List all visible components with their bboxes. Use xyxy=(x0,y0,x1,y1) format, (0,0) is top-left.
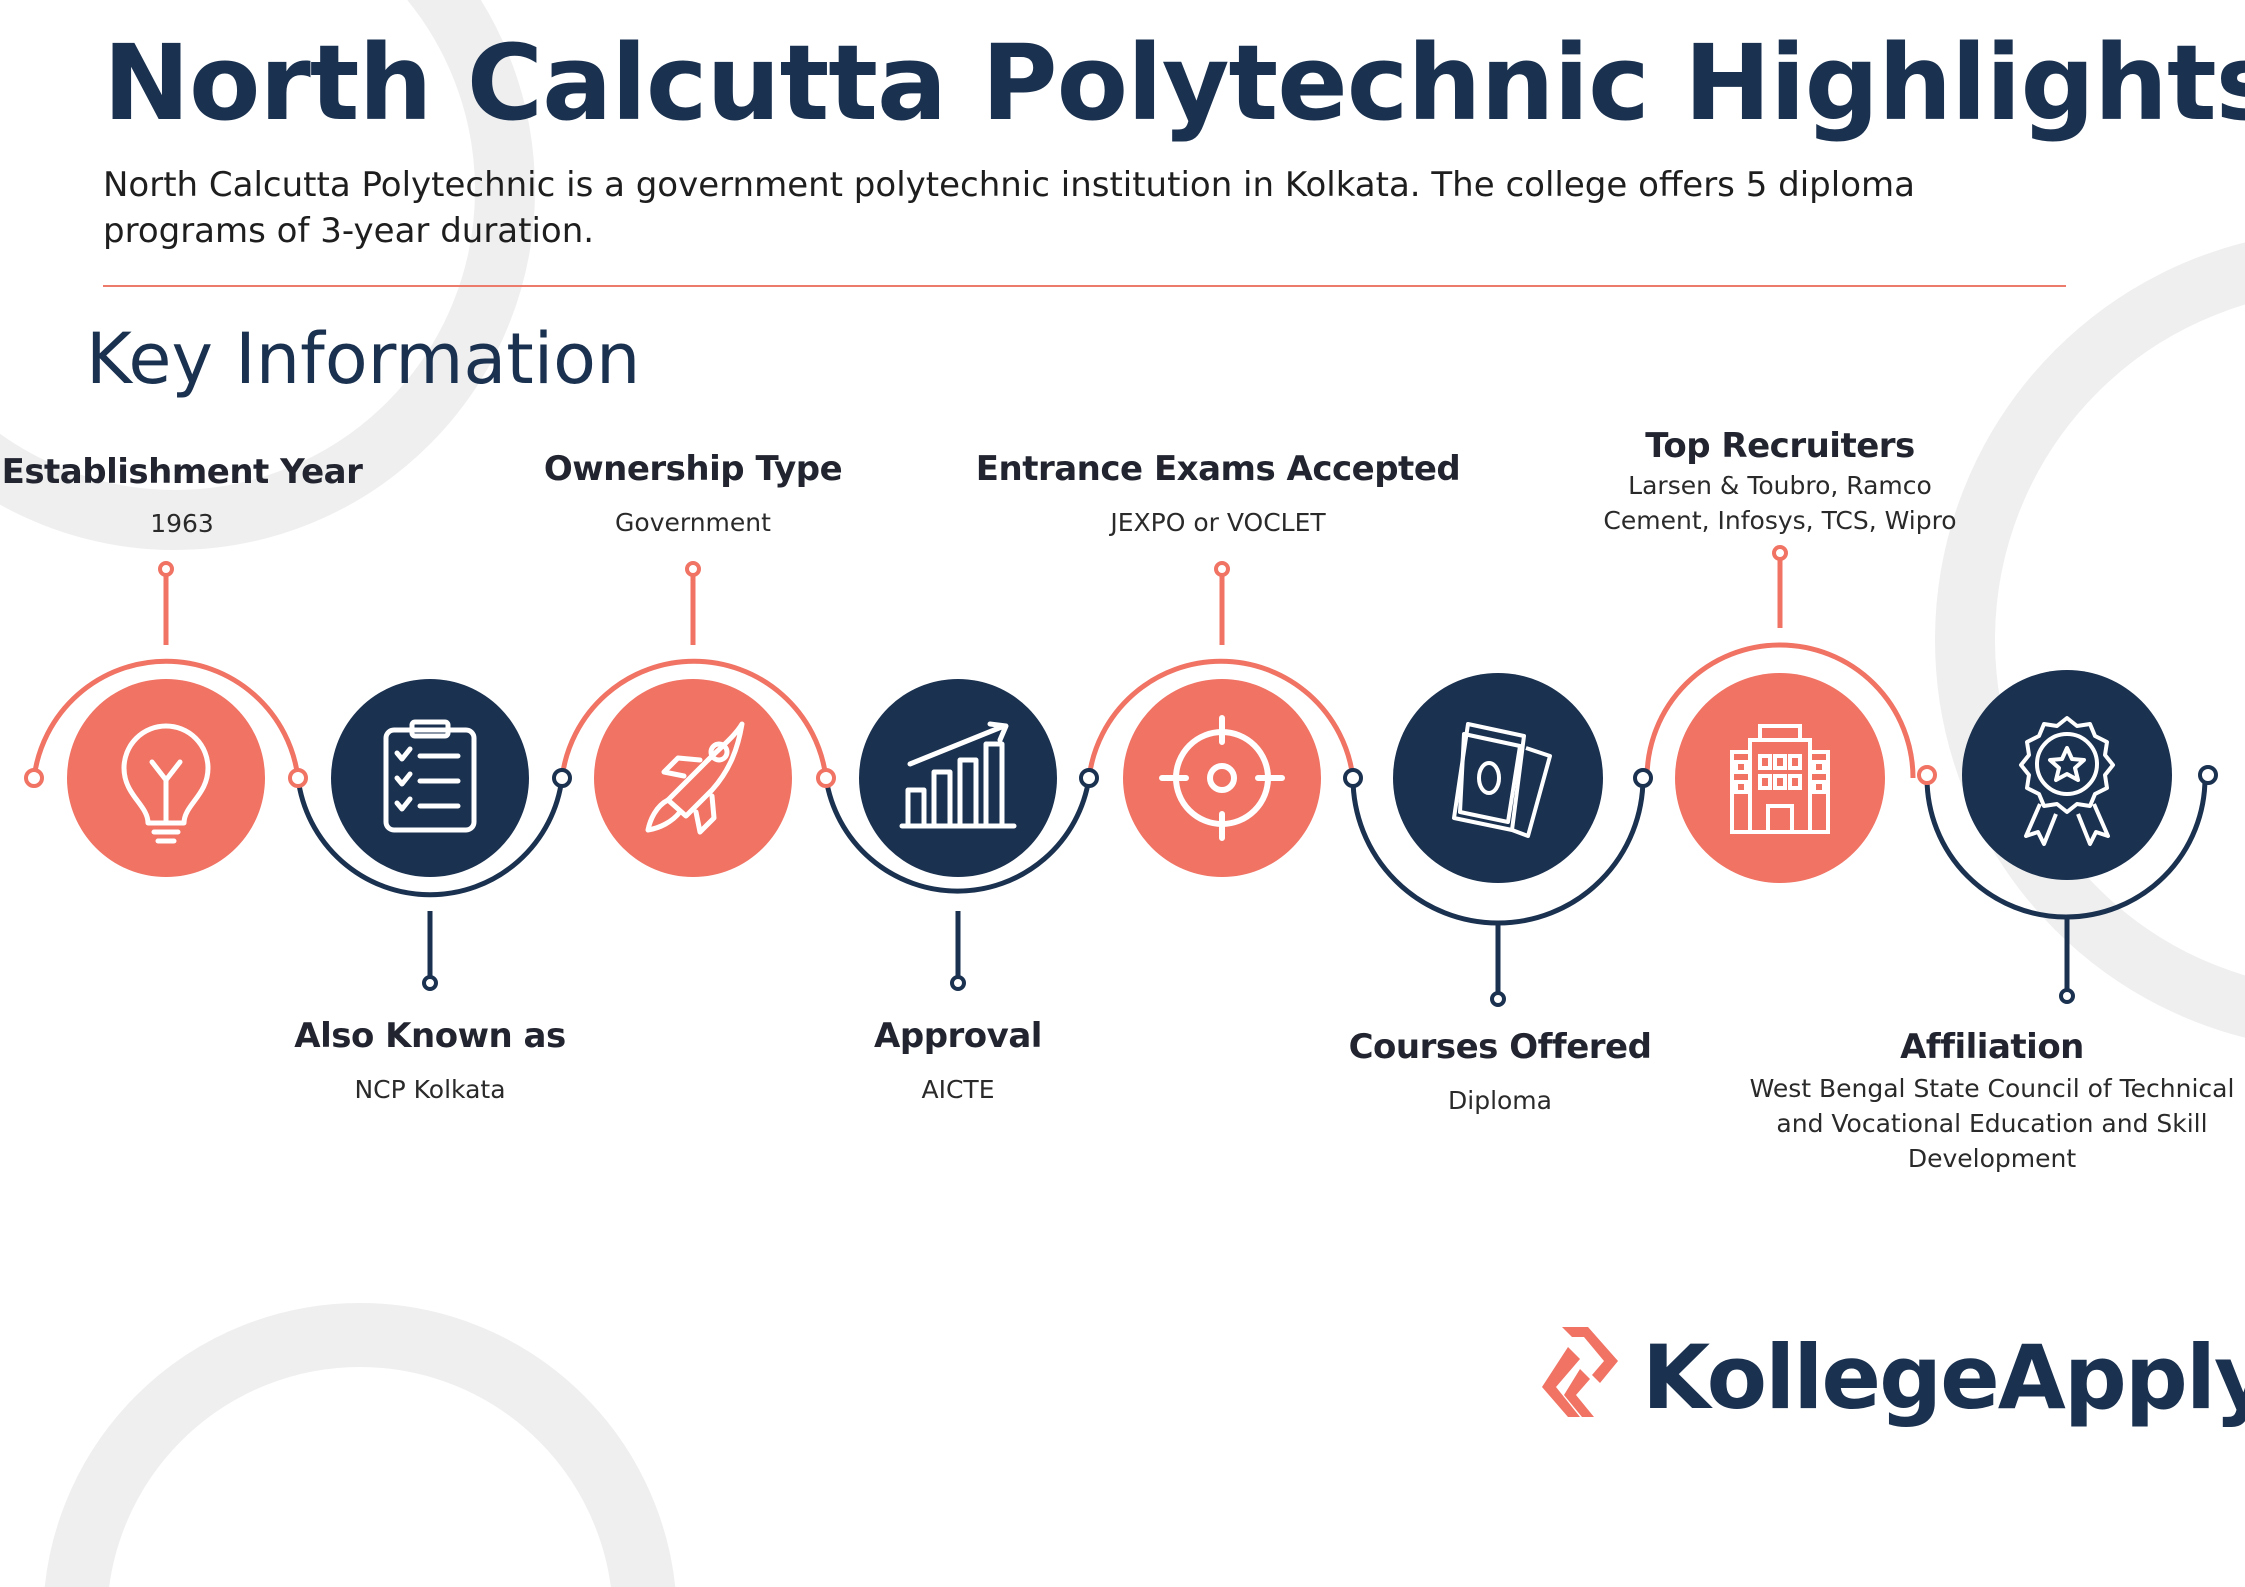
item-label: Top Recruiters xyxy=(1645,426,1915,466)
item-value: Government xyxy=(615,508,771,537)
target-icon xyxy=(1123,679,1321,877)
item-courses-offered: Courses Offered Diploma xyxy=(1349,1027,1652,1118)
chevron-logo-icon xyxy=(1542,1327,1618,1417)
divider xyxy=(103,285,2066,287)
section-title: Key Information xyxy=(86,318,641,400)
item-label: Ownership Type xyxy=(543,449,843,489)
item-value: Diploma xyxy=(1448,1086,1552,1115)
item-ownership-type: Ownership Type Government xyxy=(543,449,843,540)
clipboard-checklist-icon xyxy=(331,679,529,877)
item-top-recruiters: Top Recruiters Larsen & Toubro, Ramco Ce… xyxy=(1603,426,1956,538)
item-value-line: and Vocational Education and Skill xyxy=(1776,1109,2208,1138)
item-value: 1963 xyxy=(150,509,214,538)
item-label: Affiliation xyxy=(1900,1027,2084,1067)
item-value: JEXPO or VOCLET xyxy=(1110,508,1326,537)
item-value-line: Cement, Infosys, TCS, Wipro xyxy=(1603,506,1957,535)
page-subtitle: North Calcutta Polytechnic is a governme… xyxy=(103,165,1915,251)
item-value-line: West Bengal State Council of Technical xyxy=(1749,1074,2235,1103)
item-also-known-as: Also Known as NCP Kolkata xyxy=(294,1016,566,1107)
item-value-line: Larsen & Toubro, Ramco xyxy=(1628,471,1932,500)
kollegeapply-logo: KollegeApply xyxy=(1540,1325,2245,1429)
building-icon xyxy=(1675,673,1885,883)
page-title: North Calcutta Polytechnic Highlights xyxy=(103,22,2245,144)
item-label: Approval xyxy=(874,1016,1042,1056)
item-establishment-year: Establishment Year 1963 xyxy=(2,452,363,541)
item-entrance-exams: Entrance Exams Accepted JEXPO or VOCLET xyxy=(975,449,1461,540)
item-affiliation: Affiliation West Bengal State Council of… xyxy=(1750,1027,2235,1176)
rocket-icon xyxy=(594,679,792,877)
item-value-line: Development xyxy=(1907,1144,2077,1173)
item-approval: Approval AICTE xyxy=(874,1016,1042,1107)
award-badge-icon xyxy=(1962,670,2172,880)
lightbulb-icon xyxy=(67,679,265,877)
item-value: AICTE xyxy=(921,1075,995,1104)
item-label: Courses Offered xyxy=(1348,1027,1652,1067)
item-label: Establishment Year xyxy=(1,452,363,492)
logo-text: KollegeApply xyxy=(1642,1325,2245,1429)
item-value: NCP Kolkata xyxy=(354,1075,506,1104)
growth-chart-icon xyxy=(859,679,1057,877)
item-label: Also Known as xyxy=(294,1016,566,1056)
item-label: Entrance Exams Accepted xyxy=(975,449,1461,489)
money-icon xyxy=(1393,673,1603,883)
